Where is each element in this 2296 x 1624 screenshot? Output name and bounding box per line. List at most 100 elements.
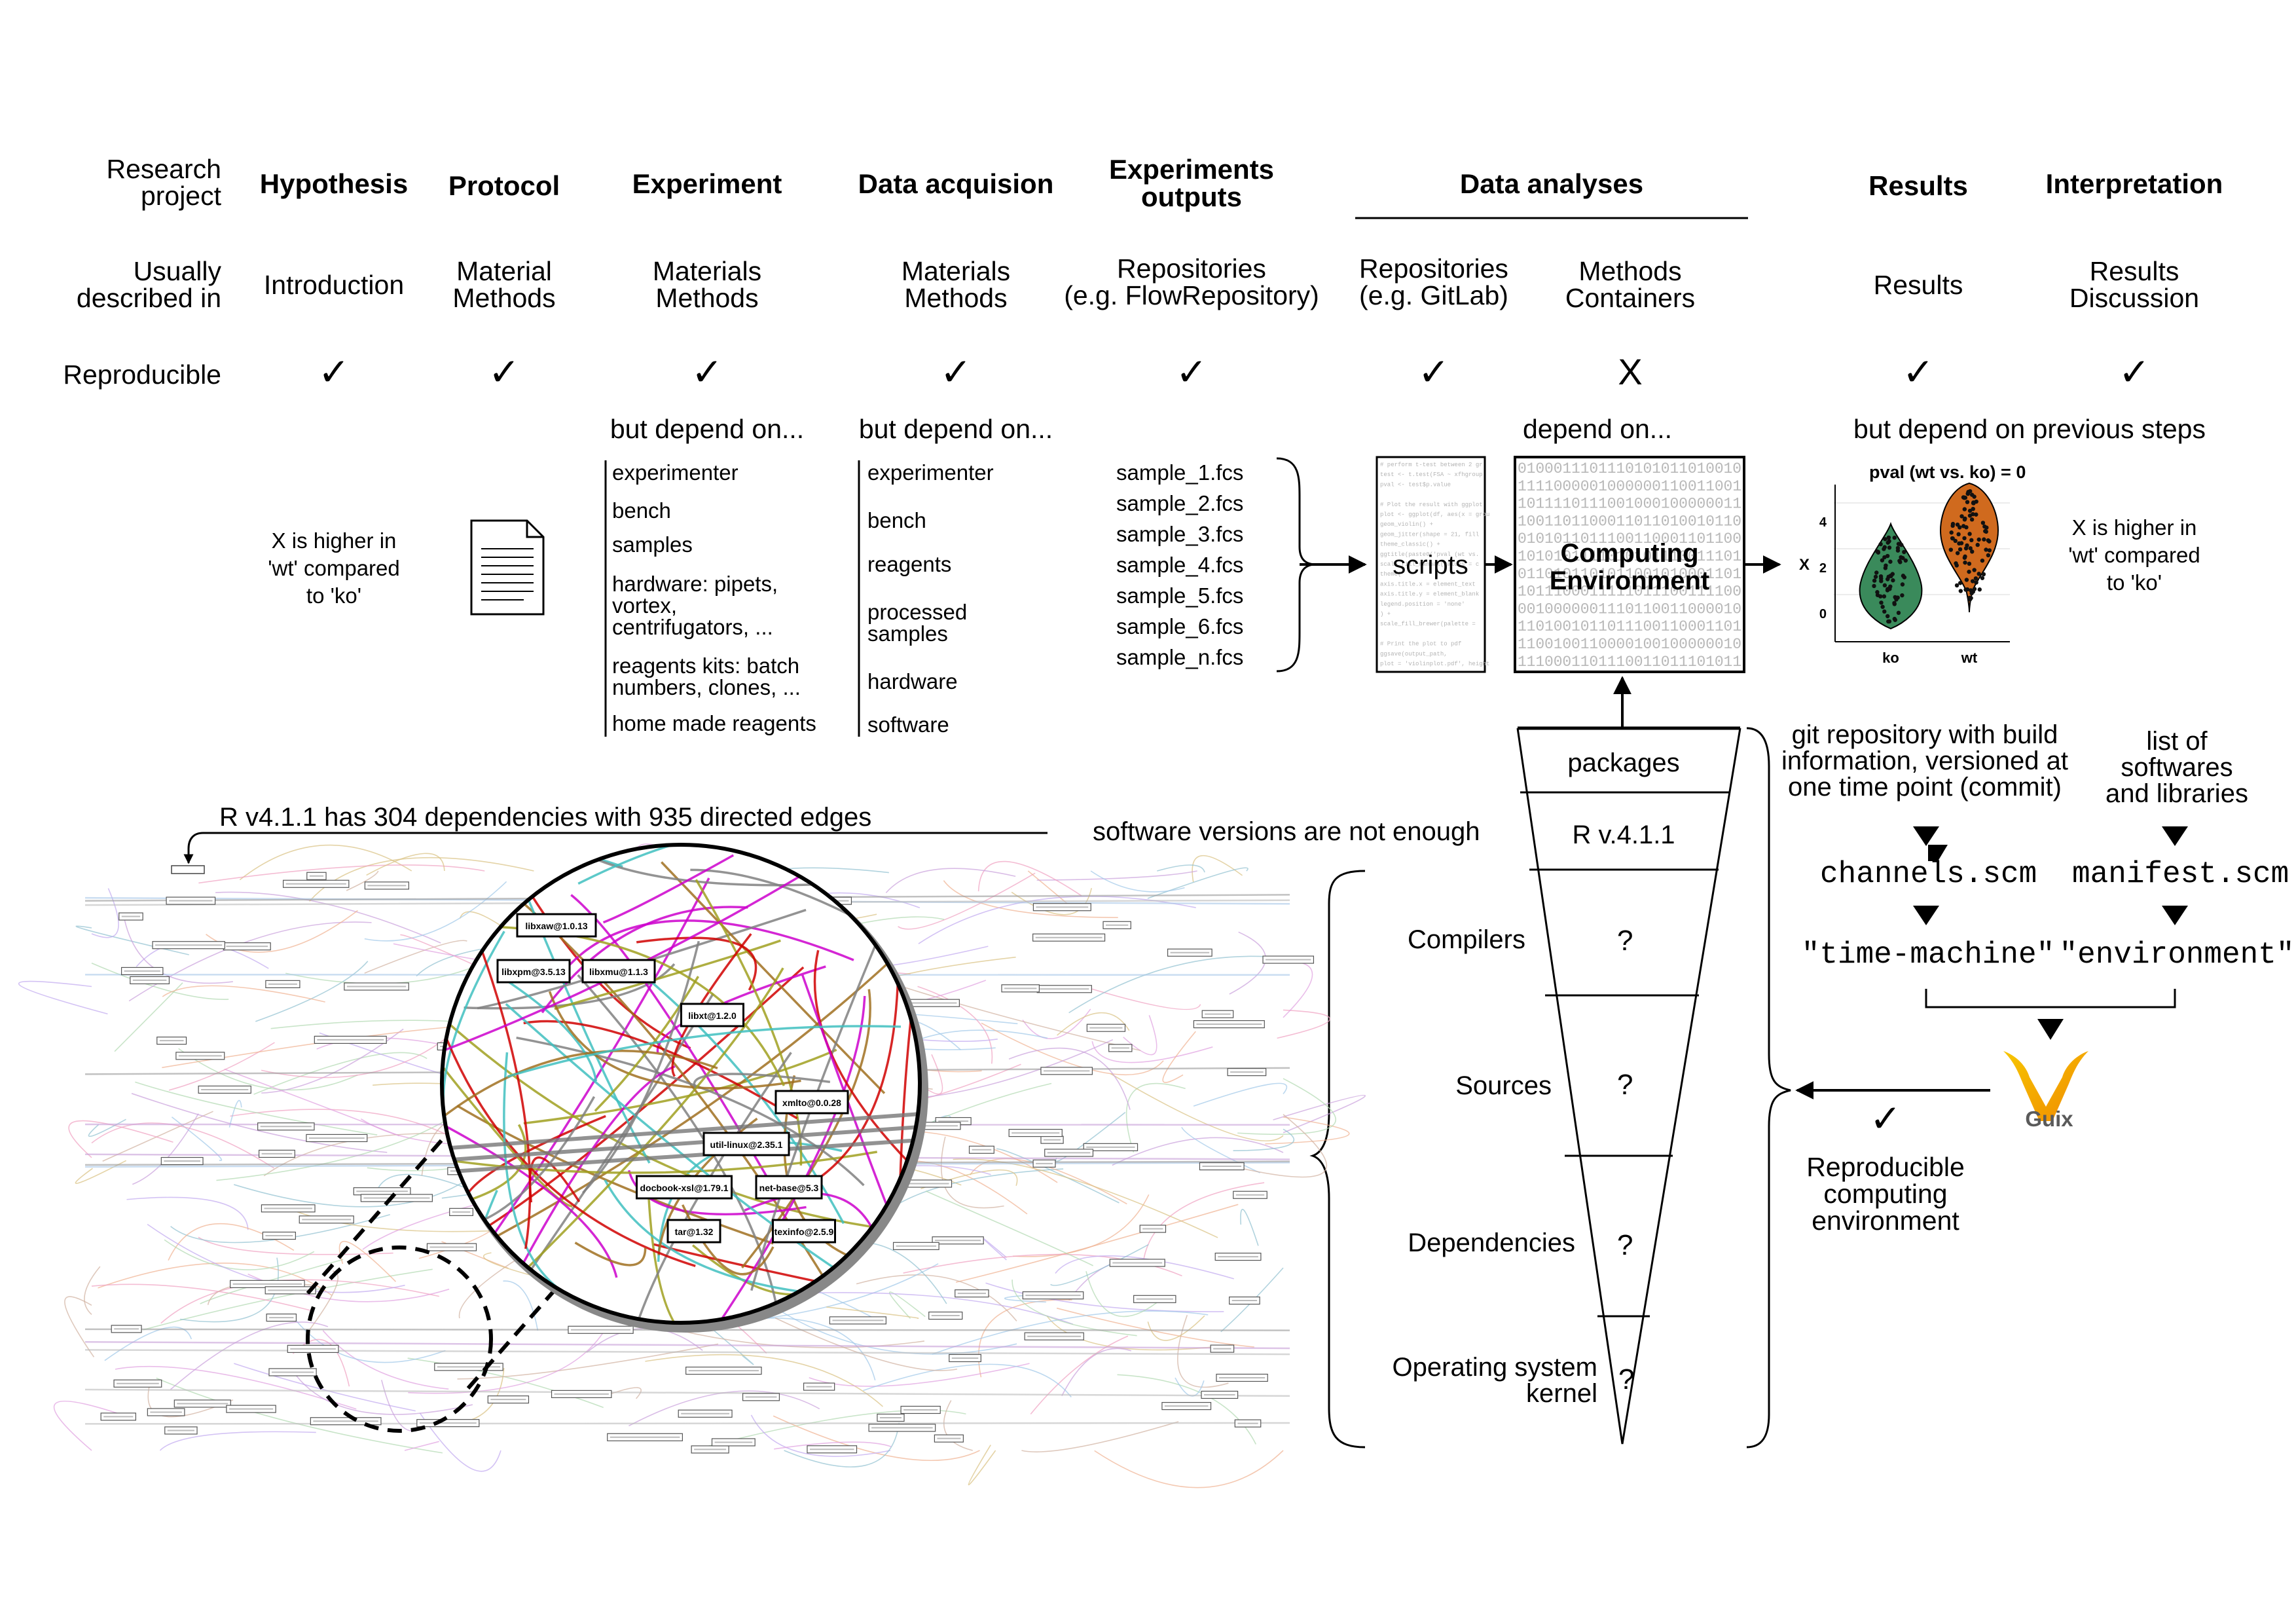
depend-data-acquisition: but depend on... [858, 414, 1053, 444]
header-results: Results [1868, 170, 1968, 201]
cross-analyses-environment: X [1618, 351, 1643, 392]
dependency-edge [1220, 1267, 1284, 1333]
wt-point [1980, 558, 1985, 563]
zoom-edge [507, 1025, 902, 1078]
dependency-edge [68, 1120, 173, 1158]
code-line: pval <- test$p.value [1380, 481, 1451, 488]
dependency-edge [255, 961, 369, 1022]
dependency-graph-caption: R v4.1.1 has 304 dependencies with 935 d… [219, 803, 872, 832]
acquisition-item: bench [867, 508, 926, 532]
check-protocol: ✓ [488, 351, 520, 394]
dependency-edge [84, 1341, 1290, 1350]
binary-line: 1001101100011011010010110 [1518, 513, 1741, 530]
dependency-edge [128, 921, 372, 1002]
zoom-edge [647, 1192, 696, 1323]
plot-x-tick-wt: wt [1961, 650, 1978, 666]
ko-point [1875, 590, 1880, 595]
wt-point [1987, 539, 1992, 544]
zoom-node [702, 1132, 790, 1156]
arrow-head [1928, 845, 1948, 861]
guix-merge-bracket [1925, 989, 2176, 1008]
ko-point [1882, 609, 1887, 614]
dependency-edge [170, 1213, 390, 1244]
code-line: legend.position = 'none' [1380, 601, 1465, 608]
dependency-edge [932, 1310, 1209, 1355]
dependency-edge [889, 1291, 926, 1320]
dependency-edge [91, 1283, 312, 1312]
dependency-edge [115, 1365, 357, 1410]
wt-point [1967, 513, 1973, 518]
ko-point [1897, 559, 1902, 563]
zoom-edge [515, 1065, 676, 1276]
zoom-edge [636, 936, 757, 991]
dependency-edge [1021, 1421, 1179, 1452]
ko-point [1887, 545, 1892, 550]
wt-point [1972, 587, 1977, 591]
zoom-node [516, 913, 597, 938]
channels-scm-file: channels.scm [1820, 857, 2037, 891]
binary-line: 1110001101110011011101011 [1518, 654, 1741, 671]
row-label-reproducible: Reproducible [63, 360, 221, 390]
zoom-node-label: texinfo@2.5.9 [774, 1227, 834, 1237]
computing-environment-label: Computing Environment [1549, 539, 1710, 595]
zoom-node [755, 1175, 823, 1200]
dependency-edge [1083, 986, 1201, 1010]
time-machine-command: "time-machine" [1801, 938, 2055, 972]
check-interpretation: ✓ [2118, 351, 2151, 394]
experiment-item: hardware: pipets, vortex, centrifugators… [612, 572, 778, 639]
described-data-acquisition: Materials Methods [901, 256, 1011, 313]
dependency-edge [1057, 1012, 1130, 1036]
dependency-funnel [1516, 726, 1741, 1445]
described-analyses-environment: Methods Containers [1565, 256, 1696, 313]
wt-point [1967, 532, 1972, 536]
zoom-node [680, 1003, 744, 1027]
funnel-layer-os-kernel: Operating system kernel [1392, 1353, 1597, 1408]
experiment-item: samples [612, 532, 693, 557]
interpretation-statement: X is higher in 'wt' compared to 'ko' [2068, 515, 2200, 595]
wt-point [1980, 576, 1985, 580]
dependency-edge [228, 1099, 242, 1128]
binary-line: 0110101101011001010001101 [1518, 566, 1741, 583]
ko-point [1892, 616, 1897, 621]
wt-point [1950, 523, 1955, 528]
dependency-edge [1090, 870, 1185, 893]
wt-point [1963, 560, 1967, 565]
ko-point [1882, 555, 1887, 560]
ko-point [1872, 578, 1877, 583]
code-line: geom_violin() + [1380, 521, 1433, 528]
check-data-acquisition: ✓ [939, 351, 972, 394]
ko-point [1899, 555, 1903, 560]
dependency-edge [750, 1414, 891, 1457]
binary-line: 1011110111001000100000011 [1518, 496, 1741, 513]
dependency-edge [126, 1196, 249, 1230]
dependency-edge [378, 1173, 483, 1195]
dependency-edge [1004, 1294, 1046, 1303]
dependency-edge [773, 1415, 980, 1462]
software-list-info: list of softwares and libraries [2105, 727, 2248, 808]
zoom-edge [523, 1048, 837, 1125]
sample-file: sample_3.fcs [1116, 522, 1244, 546]
header-interpretation: Interpretation [2045, 168, 2223, 199]
wt-point [1974, 512, 1978, 517]
wt-point [1967, 508, 1973, 513]
code-line: ) + [1380, 611, 1391, 618]
code-line: ggsave(output_path, [1380, 651, 1448, 657]
ko-point [1882, 583, 1887, 588]
ko-point [1878, 594, 1883, 599]
ko-point [1900, 582, 1905, 587]
dependency-edge [1237, 1078, 1337, 1135]
dependency-edge [198, 1236, 393, 1255]
depend-results: but depend on previous steps [1853, 414, 2206, 444]
check-hypothesis: ✓ [318, 351, 350, 394]
binary-line: 1111000001000000110011001 [1518, 478, 1741, 495]
git-repository-info: git repository with build information, v… [1781, 720, 2068, 802]
zoom-node-label: util-linux@2.35.1 [710, 1139, 783, 1150]
dependency-edge [1263, 961, 1313, 1018]
ko-point [1885, 614, 1890, 619]
funnel-layer-dependencies: Dependencies [1408, 1228, 1575, 1257]
code-line: test <- t.test(FSA ~ xfhgroup [1380, 471, 1483, 478]
dependency-edge [774, 1441, 892, 1450]
zoom-edge [602, 854, 735, 924]
wt-point [1955, 551, 1960, 555]
wt-point [1977, 572, 1981, 576]
